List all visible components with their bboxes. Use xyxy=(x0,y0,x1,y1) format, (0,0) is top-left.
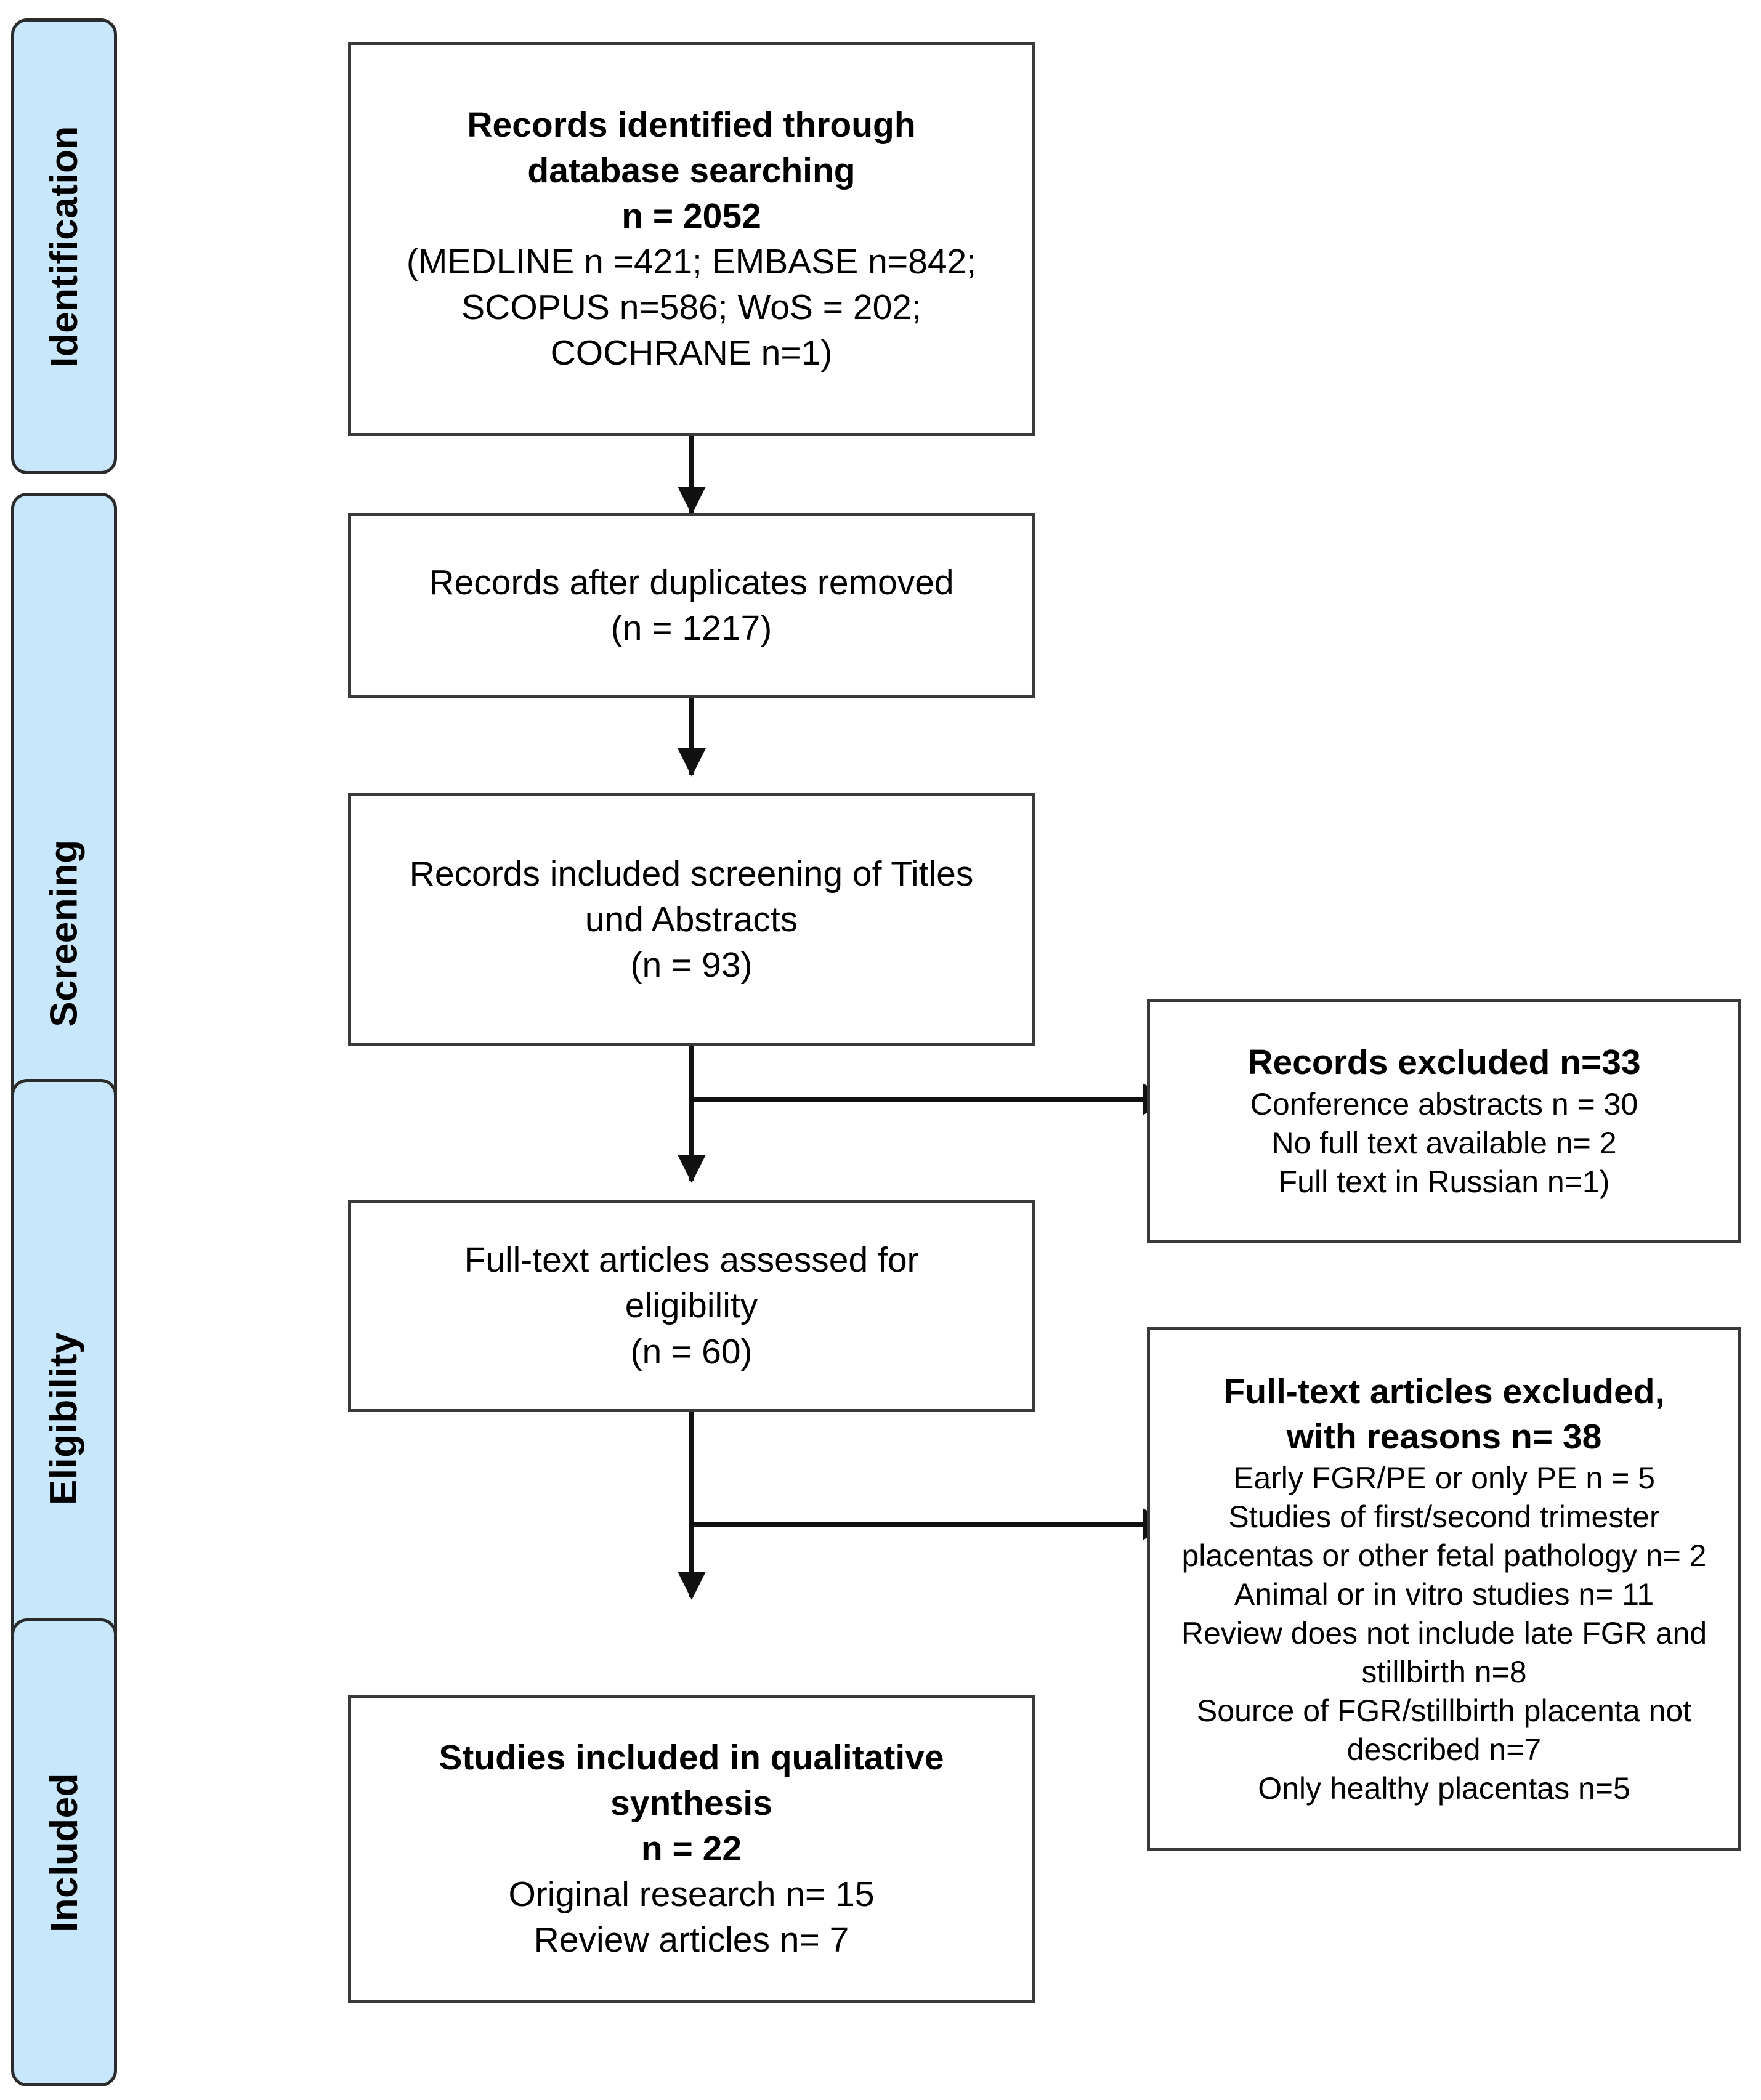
fulltext-excluded-reason-1: Early FGR/PE or only PE n = 5 xyxy=(1233,1461,1655,1496)
records-identified-sources-1: (MEDLINE n =421; EMBASE n=842; xyxy=(406,242,977,281)
stage-label-screening: Screening xyxy=(43,839,86,1027)
fulltext-excluded-heading-2: with reasons n= 38 xyxy=(1286,1416,1602,1456)
branch-screened-to-excluded xyxy=(689,1097,1145,1102)
box-duplicates-removed: Records after duplicates removed (n = 12… xyxy=(348,513,1035,698)
duplicates-removed-count: (n = 1217) xyxy=(610,608,772,648)
stage-label-included: Included xyxy=(43,1772,86,1932)
fulltext-excluded-reason-4: Review does not include late FGR and sti… xyxy=(1181,1616,1707,1690)
stage-label-eligibility: Eligibility xyxy=(43,1331,86,1505)
arrow-down-icon-2 xyxy=(678,748,706,777)
studies-included-original-research: Original research n= 15 xyxy=(508,1875,875,1915)
connector-identified-to-duplicates xyxy=(689,436,694,513)
records-excluded-reason-3: Full text in Russian n=1) xyxy=(1278,1164,1610,1199)
records-screened-count: (n = 93) xyxy=(630,945,753,985)
records-identified-line-2: database searching xyxy=(527,150,856,190)
records-excluded-heading: Records excluded n=33 xyxy=(1247,1043,1641,1083)
fulltext-excluded-reason-3: Animal or in vitro studies n= 11 xyxy=(1234,1577,1654,1612)
box-studies-included: Studies included in qualitative synthesi… xyxy=(348,1695,1035,2003)
box-fulltext-assessed: Full-text articles assessed for eligibil… xyxy=(348,1200,1035,1412)
branch-fulltext-to-excluded xyxy=(689,1522,1145,1527)
fulltext-assessed-line-2: eligibility xyxy=(625,1286,758,1326)
stage-pill-identification: Identification xyxy=(11,18,117,474)
fulltext-excluded-heading-1: Full-text articles excluded, xyxy=(1223,1371,1665,1411)
box-fulltext-excluded: Full-text articles excluded, with reason… xyxy=(1147,1327,1741,1851)
studies-included-count: n = 22 xyxy=(641,1828,742,1868)
studies-included-heading-1: Studies included in qualitative xyxy=(439,1737,944,1777)
fulltext-assessed-count: (n = 60) xyxy=(630,1331,753,1371)
stage-pill-included: Included xyxy=(11,1618,117,2086)
fulltext-excluded-reason-6: Only healthy placentas n=5 xyxy=(1258,1771,1630,1806)
fulltext-assessed-line-1: Full-text articles assessed for xyxy=(464,1240,919,1280)
studies-included-heading-2: synthesis xyxy=(610,1783,772,1823)
stage-label-identification: Identification xyxy=(43,125,86,368)
box-records-excluded: Records excluded n=33 Conference abstrac… xyxy=(1147,999,1741,1243)
records-excluded-reason-1: Conference abstracts n = 30 xyxy=(1250,1086,1638,1121)
connector-fulltext-to-included xyxy=(689,1412,694,1597)
arrow-down-icon-3 xyxy=(678,1155,706,1183)
arrow-down-icon-4 xyxy=(678,1572,706,1600)
records-screened-line-2: und Abstracts xyxy=(585,899,798,939)
records-identified-sources-2: SCOPUS n=586; WoS = 202; xyxy=(461,288,921,328)
records-screened-line-1: Records included screening of Titles xyxy=(409,854,974,894)
duplicates-removed-line-1: Records after duplicates removed xyxy=(429,562,954,602)
records-identified-sources-3: COCHRANE n=1) xyxy=(550,333,833,373)
box-records-screened: Records included screening of Titles und… xyxy=(348,793,1035,1046)
fulltext-excluded-reason-2: Studies of first/second trimester placen… xyxy=(1181,1500,1707,1573)
connector-screened-to-fulltext xyxy=(689,1046,694,1181)
fulltext-excluded-reason-5: Source of FGR/stillbirth placenta not de… xyxy=(1196,1694,1692,1767)
arrow-down-icon-1 xyxy=(678,487,706,515)
records-identified-line-1: Records identified through xyxy=(467,105,916,145)
records-excluded-reason-2: No full text available n= 2 xyxy=(1271,1125,1617,1160)
connector-duplicates-to-screened xyxy=(689,698,694,775)
box-records-identified: Records identified through database sear… xyxy=(348,42,1035,436)
studies-included-review-articles: Review articles n= 7 xyxy=(533,1920,849,1960)
records-identified-count: n = 2052 xyxy=(621,196,761,236)
